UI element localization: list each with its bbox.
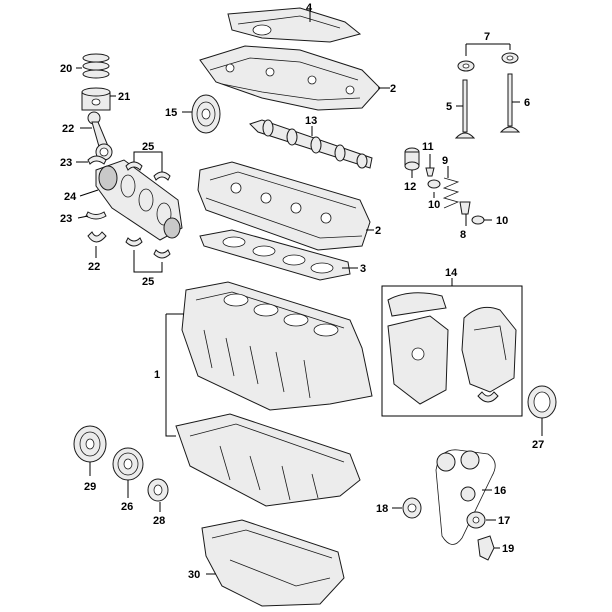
- callout-10-left: 10: [428, 199, 440, 211]
- callout-23-lower: 23: [60, 213, 72, 225]
- callout-26: 26: [121, 501, 133, 513]
- valve-seal-exhaust: [501, 52, 519, 64]
- callout-3: 3: [360, 263, 366, 275]
- piston: [81, 87, 111, 111]
- valve-spring-seat: [459, 201, 471, 215]
- callout-2-head: 2: [375, 225, 381, 237]
- timing-cover-inner: [387, 315, 449, 405]
- callout-25-lower: 25: [142, 276, 154, 288]
- main-bearings-lower: [125, 237, 171, 259]
- callout-12: 12: [404, 181, 416, 193]
- valve-cover-gasket: [227, 7, 362, 43]
- valve-lifter: [404, 147, 420, 171]
- valve-retainer: [427, 179, 441, 189]
- callout-5: 5: [446, 101, 452, 113]
- valve-seal-intake: [457, 60, 475, 72]
- callout-29: 29: [84, 481, 96, 493]
- callout-23-upper: 23: [60, 157, 72, 169]
- callout-7: 7: [484, 31, 490, 43]
- belt-tensioner: [466, 511, 486, 529]
- callout-9: 9: [442, 155, 448, 167]
- callout-10-right: 10: [496, 215, 508, 227]
- head-gasket: [199, 229, 351, 281]
- camshaft-sprocket: [191, 94, 221, 134]
- connecting-rod: [87, 111, 113, 161]
- engine-bedplate: [175, 413, 361, 507]
- callout-19: 19: [502, 543, 514, 555]
- exhaust-valve: [499, 73, 521, 133]
- oil-pan: [201, 519, 345, 607]
- valve-shim: [471, 215, 485, 225]
- callout-25-upper: 25: [142, 141, 154, 153]
- callout-17: 17: [498, 515, 510, 527]
- callout-16: 16: [494, 485, 506, 497]
- timing-belt: [435, 449, 496, 545]
- callout-4: 4: [306, 2, 313, 14]
- idler-pulley: [402, 497, 422, 519]
- crankshaft-pulley: [112, 447, 144, 481]
- callout-14: 14: [445, 267, 458, 279]
- callout-15: 15: [165, 107, 177, 119]
- callout-30: 30: [188, 569, 200, 581]
- callout-11: 11: [422, 141, 434, 153]
- callout-28: 28: [153, 515, 165, 527]
- callout-6: 6: [524, 97, 530, 109]
- main-bearings-upper: [125, 161, 171, 181]
- crankshaft: [95, 159, 183, 241]
- callout-8: 8: [460, 229, 466, 241]
- timing-cover-upper: [387, 292, 447, 317]
- callout-21: 21: [118, 91, 130, 103]
- callout-1: 1: [154, 369, 160, 381]
- callout-20: 20: [60, 63, 72, 75]
- rod-bearing-lower: [85, 211, 107, 220]
- valve-keeper: [425, 167, 435, 177]
- piston-rings: [82, 53, 110, 79]
- callout-24: 24: [64, 191, 77, 203]
- crankshaft-seal: [527, 385, 557, 419]
- callout-22-lower: 22: [88, 261, 100, 273]
- callout-18: 18: [376, 503, 388, 515]
- rod-cap: [87, 231, 107, 243]
- camshaft: [249, 119, 373, 169]
- timing-cover-seal-small: [477, 391, 499, 403]
- callout-27: 27: [532, 439, 544, 451]
- engine-block: [181, 281, 373, 411]
- valve-spring: [442, 177, 460, 209]
- crankshaft-sprocket: [147, 478, 169, 502]
- callout-22-upper: 22: [62, 123, 74, 135]
- tensioner-bracket: [477, 535, 495, 561]
- cylinder-head: [197, 161, 371, 251]
- rod-bearing-upper: [87, 155, 107, 165]
- timing-cover-outer: [461, 306, 517, 393]
- vibration-damper: [73, 425, 107, 463]
- callout-13: 13: [305, 115, 317, 127]
- leader-lines: [76, 6, 543, 575]
- callout-2-cover: 2: [390, 83, 396, 95]
- intake-valve: [454, 79, 476, 139]
- camshaft-cover: [199, 45, 381, 111]
